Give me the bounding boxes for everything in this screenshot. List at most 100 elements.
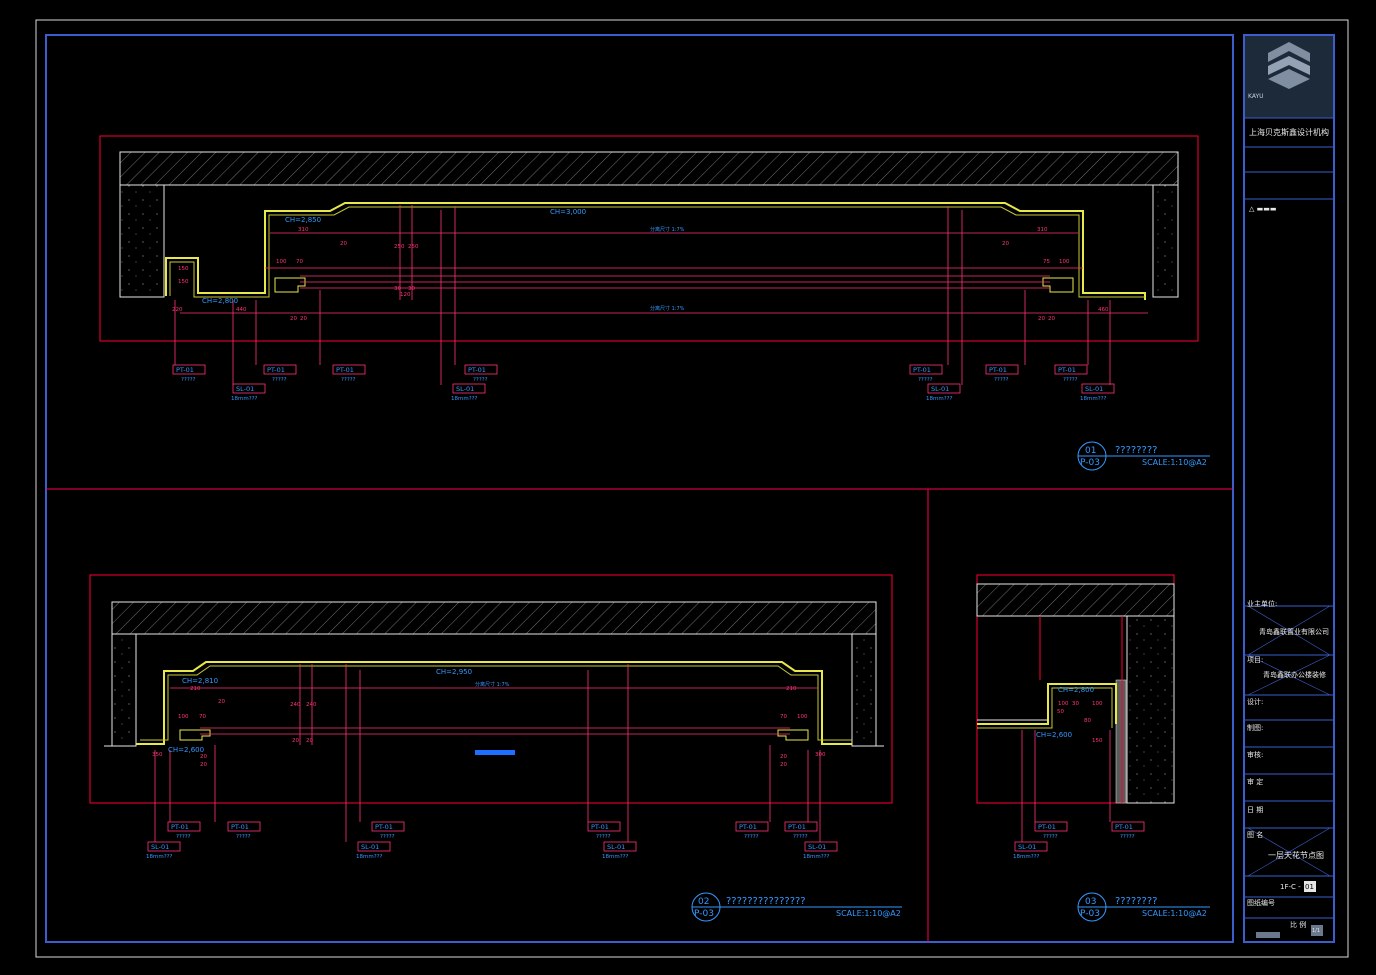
view-03-ch-low: CH=2,600 <box>1036 731 1072 739</box>
drawing-title: 一层天花节点图 <box>1268 851 1324 860</box>
dimension-label: 70 <box>199 714 206 720</box>
project-value: 青岛鑫联办公楼装修 <box>1263 671 1326 679</box>
view-01-cove-right <box>1042 277 1074 293</box>
material-tag[interactable]: PT-01????? <box>784 821 818 840</box>
dimension-label: 240 <box>306 702 317 708</box>
dimension-label: 100 <box>1058 701 1069 707</box>
client-value: 青岛鑫联置业有限公司 <box>1259 628 1329 636</box>
material-desc: ????? <box>744 834 759 840</box>
dimension-label: 100 <box>1059 259 1070 265</box>
material-code: PT-01 <box>171 823 189 831</box>
dimension-label: 100 <box>276 259 287 265</box>
view-01-wall-left <box>119 184 165 298</box>
material-desc: 18mm??? <box>451 396 478 402</box>
view-02-span-label: 分离尺寸 1:7% <box>475 681 510 688</box>
view-01-scale: SCALE:1:10@A2 <box>1142 458 1207 467</box>
material-code: PT-01 <box>913 366 931 374</box>
material-tag[interactable]: PT-01????? <box>985 364 1019 383</box>
material-code: SL-01 <box>808 843 826 851</box>
material-desc: ????? <box>1120 834 1135 840</box>
view-01-title: ???????? <box>1115 445 1157 456</box>
material-tag[interactable]: PT-01????? <box>227 821 261 840</box>
view-02-cove-left <box>179 729 211 741</box>
view-02-scale: SCALE:1:10@A2 <box>836 909 901 918</box>
view-02-ch-mid: CH=2,810 <box>182 677 218 685</box>
material-desc: ????? <box>176 834 191 840</box>
material-code: PT-01 <box>788 823 806 831</box>
material-tag[interactable]: PT-01????? <box>263 364 297 383</box>
material-tag[interactable]: PT-01????? <box>1034 821 1068 840</box>
material-desc: ????? <box>236 834 251 840</box>
material-tag[interactable]: PT-01????? <box>172 364 206 383</box>
view-01-dimensions <box>180 205 1148 314</box>
view-02-section[interactable]: CH=2,950 CH=2,810 CH=2,600 分离尺寸 1:7% 210… <box>89 574 893 860</box>
material-code: PT-01 <box>231 823 249 831</box>
dimension-label: 30 <box>394 286 401 292</box>
view-01-ch-mid: CH=2,850 <box>285 216 321 224</box>
view-03-hangers <box>1039 616 1123 803</box>
material-tag[interactable]: PT-01????? <box>1054 364 1088 383</box>
company-logo-icon <box>1268 42 1310 89</box>
field-date: 日 期 <box>1247 806 1264 814</box>
dimension-label: 210 <box>190 686 201 692</box>
material-tag[interactable]: PT-01????? <box>587 821 621 840</box>
material-desc: ????? <box>341 377 356 383</box>
material-tag[interactable]: PT-01????? <box>371 821 405 840</box>
view-02-number: 02 <box>698 897 709 907</box>
dimension-label: 30 <box>1072 701 1079 707</box>
view-03-callout[interactable]: 03 P-03 ???????? SCALE:1:10@A2 <box>1077 892 1210 922</box>
view-03-number: 03 <box>1085 897 1096 907</box>
material-code: PT-01 <box>1038 823 1056 831</box>
field-scale: 比 例 <box>1290 921 1307 929</box>
dimension-label: 20 <box>1048 316 1055 322</box>
view-01-number: 01 <box>1085 446 1096 456</box>
view-01-callout[interactable]: 01 P-03 ???????? SCALE:1:10@A2 <box>1077 441 1210 471</box>
material-tag[interactable]: PT-01????? <box>464 364 498 383</box>
view-02-title: ??????????????? <box>726 896 806 907</box>
dimension-label: 460 <box>1098 307 1109 313</box>
material-code: SL-01 <box>151 843 169 851</box>
material-desc: ????? <box>918 377 933 383</box>
sheet-bar <box>1256 932 1280 938</box>
view-02-leaders <box>154 664 821 842</box>
view-01-material-tags: PT-01?????SL-0118mm???PT-01?????PT-01???… <box>172 364 1115 402</box>
material-tag[interactable]: PT-01????? <box>909 364 943 383</box>
view-02-material-tags: PT-01?????SL-0118mm???PT-01?????PT-01???… <box>146 821 838 860</box>
view-01-section[interactable]: CH=3,000 CH=2,850 CH=2,800 分离尺寸 1:7% 分离尺… <box>99 135 1199 402</box>
material-code: SL-01 <box>607 843 625 851</box>
view-02-wall-right <box>851 633 877 747</box>
material-tag[interactable]: PT-01????? <box>332 364 366 383</box>
dimension-label: 440 <box>236 307 247 313</box>
field-design: 设计: <box>1247 698 1264 706</box>
dimension-label: 350 <box>152 752 163 758</box>
view-03-wall-finish <box>1115 679 1127 804</box>
dimension-label: 70 <box>780 714 787 720</box>
view-01-span-label: 分离尺寸 1:7% <box>650 226 685 233</box>
view-03-wall <box>1126 615 1175 804</box>
view-01-cove-left <box>274 277 306 293</box>
company-name: 上海贝克斯鑫设计机构 <box>1249 128 1329 137</box>
dimension-label: 70 <box>296 259 303 265</box>
dimension-label: 50 <box>1057 709 1064 715</box>
material-tag[interactable]: PT-01????? <box>735 821 769 840</box>
view-02-cove-right <box>777 729 809 741</box>
material-desc: 18mm??? <box>1013 854 1040 860</box>
field-approve: 审 定 <box>1247 778 1264 786</box>
material-code: SL-01 <box>931 385 949 393</box>
view-02-ch-low: CH=2,600 <box>168 746 204 754</box>
material-tag[interactable]: PT-01????? <box>167 821 201 840</box>
view-02-callout[interactable]: 02 P-03 ??????????????? SCALE:1:10@A2 <box>691 892 902 922</box>
material-tag[interactable]: PT-01????? <box>1111 821 1145 840</box>
view-01-span-label-2: 分离尺寸 1:7% <box>650 305 685 312</box>
